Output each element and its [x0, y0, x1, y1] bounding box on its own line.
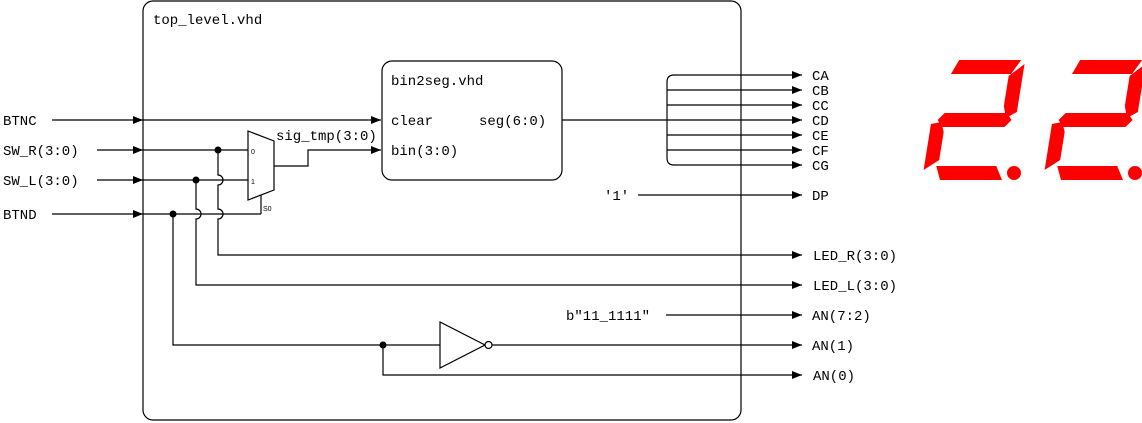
multiplexer: [247, 130, 275, 201]
bin2seg-port-seg: seg(6:0): [479, 114, 546, 130]
output-led-l: LED_L(3:0): [813, 279, 897, 295]
led-r-wire: [217, 150, 802, 259]
mux-sel-label: S0: [263, 206, 272, 213]
segment-d: [936, 166, 1002, 180]
top-level-title: top_level.vhd: [153, 13, 262, 29]
output-cc: CC: [812, 99, 829, 115]
segment-a: [950, 60, 1022, 74]
input-sw-r: SW_R(3:0): [3, 144, 79, 160]
mux-in0-label: 0: [251, 149, 255, 156]
segment-g: [937, 113, 1012, 127]
output-ca: CA: [812, 69, 829, 85]
constant-dp: '1': [604, 189, 629, 205]
segment-b: [1003, 64, 1025, 118]
led-l-wire: [195, 180, 802, 289]
segment-g: [1058, 113, 1133, 127]
seven-segment-digit: [923, 60, 1025, 180]
constant-an: b"11_1111": [566, 309, 650, 325]
an0-wire: [382, 345, 802, 379]
segment-d: [1057, 166, 1123, 180]
bin2seg-title: bin2seg.vhd: [391, 74, 483, 90]
output-an72: AN(7:2): [812, 309, 871, 325]
bin2seg-port-clear: clear: [391, 114, 433, 130]
input-btnd: BTND: [3, 208, 37, 224]
output-an1: AN(1): [812, 339, 854, 355]
signal-sig-tmp: sig_tmp(3:0): [276, 129, 377, 145]
mux-in1-label: 1: [251, 179, 255, 186]
segment-e: [923, 122, 944, 170]
output-cb: CB: [812, 84, 829, 100]
output-an0: AN(0): [813, 369, 855, 385]
input-sw-l: SW_L(3:0): [3, 174, 79, 190]
segment-b: [1124, 66, 1142, 118]
input-btnc: BTNC: [3, 114, 37, 130]
output-cg: CG: [812, 159, 829, 175]
top-level-box: [142, 0, 742, 421]
bin2seg-port-bin: bin(3:0): [391, 144, 458, 160]
decimal-point: [1007, 166, 1021, 180]
output-ce: CE: [812, 129, 829, 145]
segment-a: [1071, 60, 1142, 74]
segment-e: [1044, 122, 1065, 170]
btnd-an-wire: [172, 214, 440, 346]
inverter-bubble: [484, 340, 493, 350]
output-led-r: LED_R(3:0): [813, 249, 897, 265]
output-cf: CF: [812, 144, 829, 160]
seven-segment-digit: [1044, 60, 1142, 180]
sig-tmp-wire: [274, 146, 381, 167]
inverter-gate: [439, 321, 487, 369]
output-dp: DP: [812, 189, 829, 205]
decimal-point: [1128, 166, 1142, 180]
output-cd: CD: [812, 114, 829, 130]
